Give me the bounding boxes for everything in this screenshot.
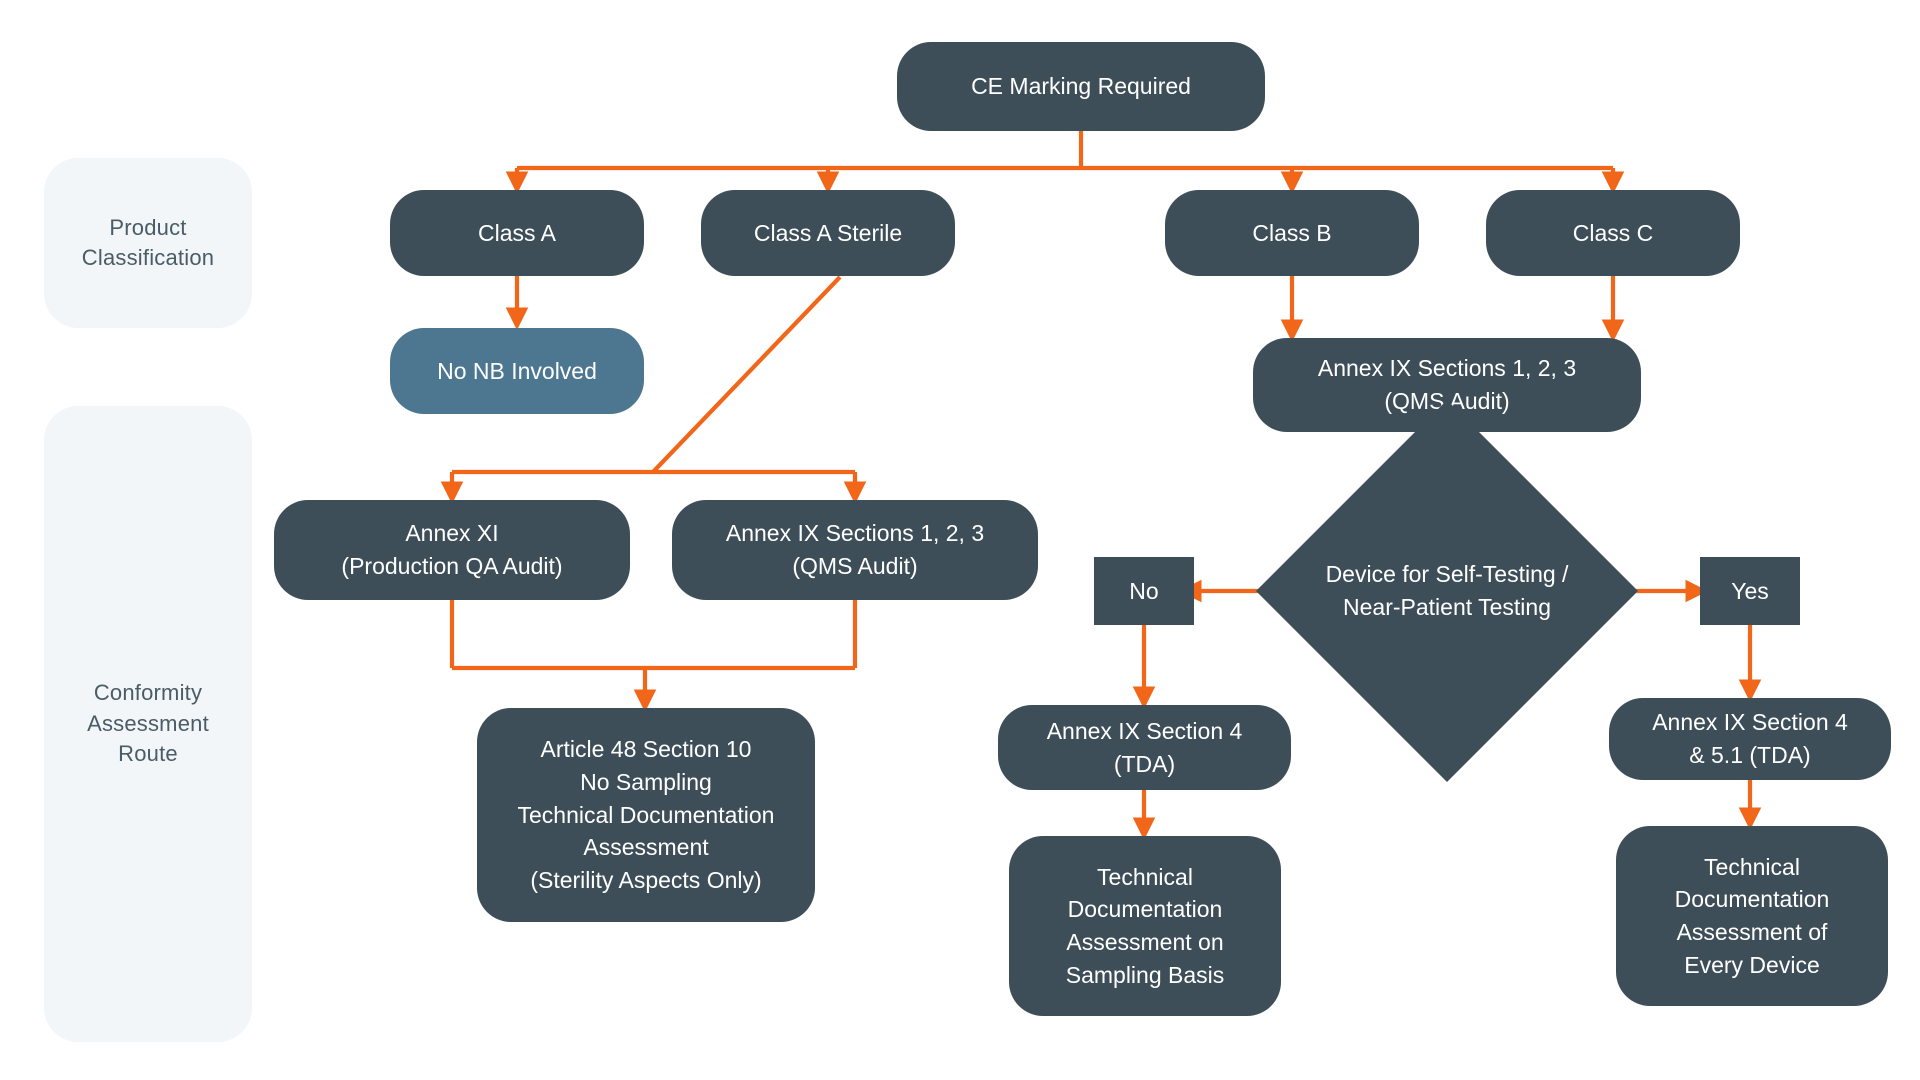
node-tda-every-device-label: Technical Documentation Assessment of Ev… xyxy=(1674,853,1830,978)
node-ce-marking-required[interactable]: CE Marking Required xyxy=(897,42,1265,131)
node-ce-marking-required-label: CE Marking Required xyxy=(971,73,1191,100)
node-class-a[interactable]: Class A xyxy=(390,190,644,276)
lane-conformity-assessment-route: Conformity Assessment Route xyxy=(44,406,252,1042)
lane-conformity-assessment-route-label: Conformity Assessment Route xyxy=(87,680,209,767)
node-no-nb-involved-label: No NB Involved xyxy=(437,357,597,384)
node-branch-no[interactable]: No xyxy=(1094,557,1194,625)
node-no-nb-involved[interactable]: No NB Involved xyxy=(390,328,644,414)
node-annex-ix-section-4-51-tda-label: Annex IX Section 4 & 5.1 (TDA) xyxy=(1652,709,1848,768)
node-annex-xi[interactable]: Annex XI (Production QA Audit) xyxy=(274,500,630,600)
node-branch-no-label: No xyxy=(1129,577,1159,604)
node-annex-ix-sections-123-left-label: Annex IX Sections 1, 2, 3 (QMS Audit) xyxy=(725,520,985,579)
node-branch-yes-label: Yes xyxy=(1731,577,1769,604)
node-decision-self-testing[interactable]: Device for Self-Testing / Near-Patient T… xyxy=(1256,400,1638,782)
node-class-a-label: Class A xyxy=(478,219,556,246)
node-class-a-sterile[interactable]: Class A Sterile xyxy=(701,190,955,276)
lane-product-classification: Product Classification xyxy=(44,158,252,328)
lane-product-classification-label: Product Classification xyxy=(81,214,215,270)
node-annex-ix-sections-123-left[interactable]: Annex IX Sections 1, 2, 3 (QMS Audit) xyxy=(672,500,1038,600)
node-article-48-section-10-label: Article 48 Section 10 No Sampling Techni… xyxy=(517,736,775,893)
node-article-48-section-10[interactable]: Article 48 Section 10 No Sampling Techni… xyxy=(477,708,815,922)
node-class-c-label: Class C xyxy=(1572,219,1654,246)
node-annex-ix-section-4-51-tda[interactable]: Annex IX Section 4 & 5.1 (TDA) xyxy=(1609,698,1891,780)
node-tda-every-device[interactable]: Technical Documentation Assessment of Ev… xyxy=(1616,826,1888,1006)
node-branch-yes[interactable]: Yes xyxy=(1700,557,1800,625)
edge-class-a-sterile-diagonal xyxy=(651,275,842,474)
node-tda-sampling-basis[interactable]: Technical Documentation Assessment on Sa… xyxy=(1009,836,1281,1016)
node-decision-self-testing-label: Device for Self-Testing / Near-Patient T… xyxy=(1325,561,1569,620)
node-annex-ix-section-4-tda[interactable]: Annex IX Section 4 (TDA) xyxy=(998,705,1291,790)
node-tda-sampling-basis-label: Technical Documentation Assessment on Sa… xyxy=(1065,863,1225,988)
node-class-b-label: Class B xyxy=(1252,219,1332,246)
node-annex-xi-label: Annex XI (Production QA Audit) xyxy=(341,520,563,579)
node-annex-ix-sections-123-right[interactable]: Annex IX Sections 1, 2, 3 (QMS Audit) xyxy=(1253,338,1641,432)
node-annex-ix-sections-123-right-label: Annex IX Sections 1, 2, 3 (QMS Audit) xyxy=(1317,355,1577,414)
node-class-b[interactable]: Class B xyxy=(1165,190,1419,276)
node-annex-ix-section-4-tda-label: Annex IX Section 4 (TDA) xyxy=(1046,717,1243,777)
node-class-c[interactable]: Class C xyxy=(1486,190,1740,276)
node-class-a-sterile-label: Class A Sterile xyxy=(753,219,903,246)
